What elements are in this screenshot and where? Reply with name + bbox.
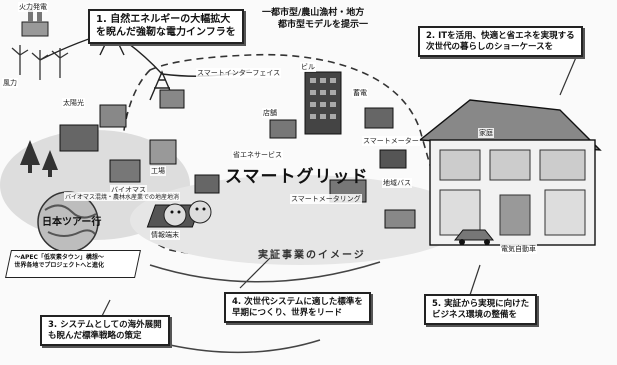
ev-car-icon	[453, 229, 495, 245]
label-local-bus: 地域バス	[382, 178, 412, 188]
callout-it-showcase: 2. ITを活用、快適と省エネを実現する 次世代の暮らしのショーケースを	[418, 26, 583, 58]
family-icons	[163, 200, 212, 227]
label-biomass-note: バイオマス混焼・農林水産業での地産地消	[64, 192, 181, 201]
smart-house-icon	[418, 99, 602, 246]
callout-5-line2: ビジネス環境の整備を	[432, 309, 518, 320]
callout-business-env: 5. 実証から実現に向けた ビジネス環境の整備を	[424, 294, 538, 326]
label-solar: 太陽光	[62, 98, 85, 108]
tree-icons	[20, 140, 58, 177]
globe-continents	[44, 204, 97, 237]
label-it-service: 省エネサービス	[232, 150, 283, 160]
apec-banner: 〜APEC「低炭素タウン」構想〜 世界各地でプロジェクトへと進化	[5, 250, 141, 278]
callout-5-line1: 5. 実証から実現に向けた	[432, 299, 530, 309]
label-eco-house: 家庭	[478, 128, 494, 138]
subtitle-line2: 都市型モデルを提示一	[278, 19, 369, 30]
label-smart-meter: スマートメーター	[362, 136, 420, 146]
model-subtitle: 一都市型/農山漁村・地方 都市型モデルを提示一	[262, 8, 368, 31]
power-plant-icon	[21, 8, 49, 37]
callout-4-line1: 4. 次世代システムに適した標準を	[232, 297, 363, 307]
swirl-arrows	[149, 261, 381, 354]
subtitle-line1: 一都市型/農山漁村・地方	[262, 8, 365, 18]
label-factory: 工場	[150, 166, 166, 176]
callout-2-line2: 次世代の暮らしのショーケースを	[426, 41, 554, 52]
demo-caption: 実証事業のイメージ	[258, 250, 366, 261]
callout-lead-world: 4. 次世代システムに適した標準を 早期につくり、世界をリード	[224, 292, 371, 324]
label-power-plant: 火力発電	[18, 2, 48, 12]
callout-3-line1: 3. システムとしての海外展開	[48, 320, 162, 330]
label-shop: 店舗	[262, 108, 278, 118]
label-ev: 電気自動車	[500, 244, 537, 254]
label-biomass: バイオマス	[110, 185, 147, 195]
callout-global-standard: 3. システムとしての海外展開 も睨んだ標準戦略の策定	[40, 315, 170, 347]
callout-1-line2: を睨んだ強靭な電力インフラを	[96, 26, 236, 38]
ground-center	[130, 175, 470, 265]
label-building: ビル	[300, 62, 316, 72]
label-storage: 蓄電	[352, 88, 368, 98]
center-title: スマートグリッド	[225, 167, 369, 187]
tour-label: 日本ツアー行	[42, 217, 102, 228]
office-building-icon	[304, 71, 342, 135]
label-hems: 情報端末	[150, 230, 180, 240]
label-smart-interface: スマートインターフェイス	[196, 68, 282, 78]
callout-4-line2: 早期につくり、世界をリード	[232, 307, 343, 318]
callout-3-line2: も睨んだ標準戦略の策定	[48, 330, 142, 341]
label-metering: スマートメータリング	[290, 194, 362, 204]
callout-1-line1: 1. 自然エネルギーの大幅拡大	[96, 14, 231, 25]
wind-turbine-icons	[11, 45, 69, 80]
callout-infrastructure: 1. 自然エネルギーの大幅拡大 を睨んだ強靭な電力インフラを	[88, 9, 244, 44]
callout-2-line1: 2. ITを活用、快適と省エネを実現する	[426, 31, 575, 41]
factory-icons	[59, 104, 177, 183]
label-wind: 風力	[2, 78, 18, 88]
banner-line2: 世界各地でプロジェクトへと進化	[14, 262, 105, 270]
